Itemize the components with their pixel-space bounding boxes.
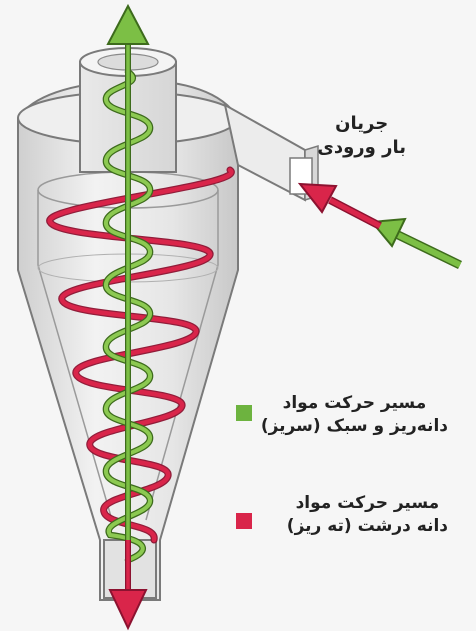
legend-fine-line2: دانه‌ریز و سبک (سریز) [261, 415, 448, 438]
feed-inflow-label: جریان بار ورودی [317, 112, 406, 161]
legend-fine-swatch [236, 405, 252, 421]
feed-inflow-arrow [300, 184, 460, 265]
legend-fine-line1: مسیر حرکت مواد [261, 392, 448, 415]
legend-coarse-line2: دانه درشت (ته ریز) [287, 515, 448, 538]
legend-fine-particles: مسیر حرکت مواد دانه‌ریز و سبک (سریز) [261, 392, 448, 438]
legend-coarse-particles: مسیر حرکت مواد دانه درشت (ته ریز) [287, 492, 448, 538]
feed-inflow-label-line2: بار ورودی [317, 136, 406, 160]
feed-inflow-label-line1: جریان [317, 112, 406, 136]
legend-coarse-line1: مسیر حرکت مواد [287, 492, 448, 515]
legend-coarse-swatch [236, 513, 252, 529]
